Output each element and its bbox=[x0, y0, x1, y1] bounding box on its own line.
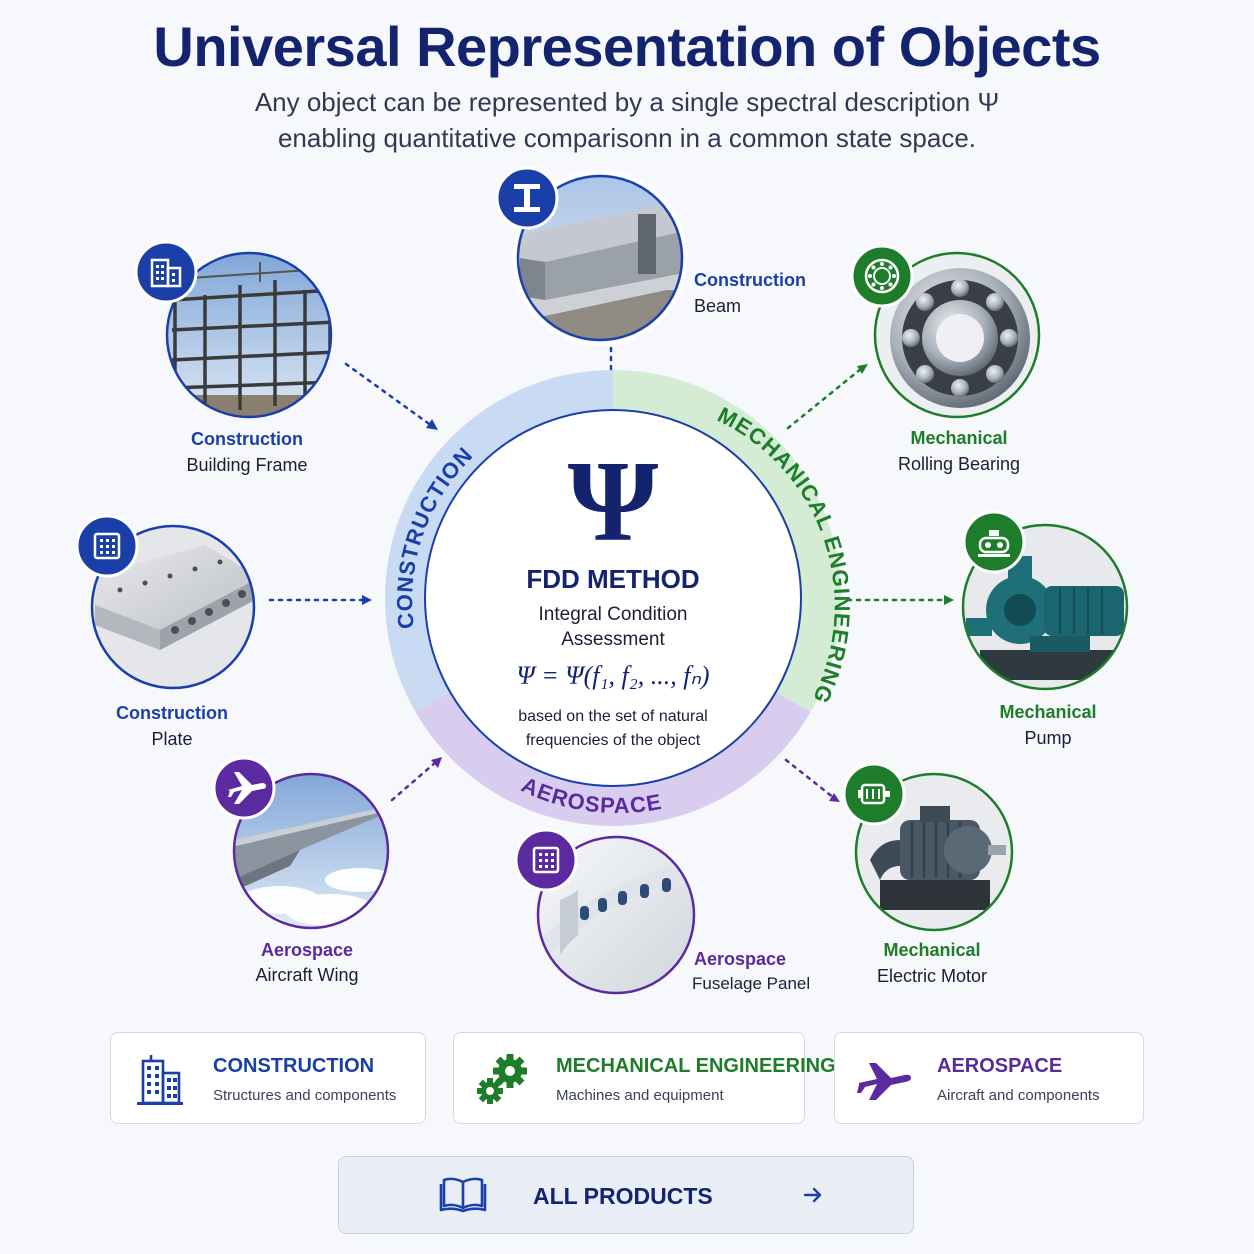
object-mechanical-pump[interactable]: Mechanical Pump bbox=[960, 510, 1140, 748]
connector-wing bbox=[390, 760, 438, 802]
plate-grid-icon bbox=[75, 514, 139, 578]
bearing-image bbox=[875, 253, 1039, 417]
ring-mechanical-segment bbox=[612, 370, 841, 712]
method-title: FDD METHOD bbox=[526, 564, 699, 594]
arrow-wing bbox=[431, 757, 442, 768]
book-icon bbox=[439, 1177, 487, 1213]
connector-motor bbox=[784, 758, 836, 800]
subtitle-line-2: enabling quantitative comparisonn in a c… bbox=[277, 123, 977, 153]
connector-frame bbox=[344, 362, 434, 428]
object-category: Construction bbox=[116, 703, 228, 723]
card-mechanical-engineering[interactable]: MECHANICAL ENGINEERING Machines and equi… bbox=[453, 1032, 836, 1124]
panel-grid-icon bbox=[514, 828, 578, 892]
card-subtitle: Machines and equipment bbox=[556, 1087, 724, 1104]
object-mechanical-electric-motor[interactable]: Mechanical Electric Motor bbox=[842, 762, 1020, 986]
building-icon bbox=[137, 1055, 183, 1105]
card-aerospace[interactable]: AEROSPACE Aircraft and components bbox=[834, 1032, 1144, 1124]
plate-image bbox=[92, 526, 254, 688]
object-category: Aerospace bbox=[694, 949, 786, 969]
connectors bbox=[268, 346, 948, 802]
central-ring: CONSTRUCTION MECHANICAL ENGINEERING AERO… bbox=[385, 370, 854, 826]
arrow-motor bbox=[829, 793, 840, 802]
arrow-frame bbox=[426, 419, 438, 430]
psi-formula: Ψ = Ψ(f₁, f₂, ..., fₙ) bbox=[516, 661, 709, 690]
card-title: MECHANICAL ENGINEERING bbox=[556, 1055, 836, 1077]
ring-construction-segment bbox=[385, 370, 614, 712]
object-name: Aircraft Wing bbox=[255, 965, 358, 985]
card-subtitle: Aircraft and components bbox=[937, 1087, 1100, 1104]
object-name: Fuselage Panel bbox=[692, 974, 810, 993]
method-note-2: frequencies of the object bbox=[526, 732, 701, 749]
connector-arrowheads bbox=[362, 364, 954, 802]
object-aerospace-aircraft-wing[interactable]: Aerospace Aircraft Wing bbox=[212, 756, 400, 985]
airplane-icon bbox=[212, 756, 276, 820]
object-category: Mechanical bbox=[910, 428, 1007, 448]
object-category: Construction bbox=[694, 270, 806, 290]
card-title: AEROSPACE bbox=[937, 1055, 1063, 1077]
object-diagram: CONSTRUCTION MECHANICAL ENGINEERING AERO… bbox=[75, 166, 1140, 1000]
bearing-icon bbox=[850, 244, 914, 308]
object-aerospace-fuselage-panel[interactable]: Aerospace Fuselage Panel bbox=[514, 828, 810, 1000]
card-construction[interactable]: CONSTRUCTION Structures and components bbox=[110, 1032, 426, 1124]
object-name: Plate bbox=[151, 729, 192, 749]
object-category: Mechanical bbox=[883, 940, 980, 960]
arrow-pump bbox=[944, 595, 954, 605]
method-note-1: based on the set of natural bbox=[518, 708, 707, 725]
center-content: Ψ FDD METHOD Integral Condition Assessme… bbox=[516, 438, 709, 749]
card-subtitle: Structures and components bbox=[213, 1087, 397, 1104]
arrow-right-icon bbox=[803, 1187, 822, 1203]
arrow-bearing bbox=[857, 364, 868, 374]
airplane-icon bbox=[857, 1063, 911, 1100]
motor-icon bbox=[842, 762, 906, 826]
card-title: CONSTRUCTION bbox=[213, 1055, 375, 1077]
object-name: Pump bbox=[1024, 728, 1071, 748]
object-mechanical-rolling-bearing[interactable]: Mechanical Rolling Bearing bbox=[850, 244, 1050, 474]
connector-bearing bbox=[786, 366, 864, 430]
object-name: Building Frame bbox=[186, 455, 307, 475]
building-icon bbox=[134, 240, 198, 304]
object-name: Beam bbox=[694, 296, 741, 316]
i-beam-icon bbox=[495, 166, 559, 230]
object-construction-plate[interactable]: Construction Plate bbox=[75, 514, 256, 749]
all-products-button[interactable]: ALL PRODUCTS bbox=[338, 1156, 914, 1234]
arrow-plate bbox=[362, 595, 372, 605]
pump-icon bbox=[962, 510, 1026, 574]
object-name: Rolling Bearing bbox=[898, 454, 1020, 474]
method-desc-1: Integral Condition bbox=[539, 604, 688, 625]
page-title: Universal Representation of Objects bbox=[153, 15, 1101, 78]
object-name: Electric Motor bbox=[877, 966, 987, 986]
object-category: Construction bbox=[191, 429, 303, 449]
psi-symbol: Ψ bbox=[568, 438, 659, 566]
gears-icon bbox=[477, 1054, 527, 1104]
object-category: Mechanical bbox=[999, 702, 1096, 722]
object-category: Aerospace bbox=[261, 940, 353, 960]
object-construction-building-frame[interactable]: Construction Building Frame bbox=[134, 240, 340, 475]
method-desc-2: Assessment bbox=[561, 629, 665, 650]
page-subtitle: Any object can be represented by a singl… bbox=[0, 84, 1254, 156]
all-products-label: ALL PRODUCTS bbox=[533, 1183, 713, 1209]
ring-aerospace-segment bbox=[415, 691, 811, 826]
subtitle-line-1: Any object can be represented by a singl… bbox=[254, 87, 1000, 117]
object-construction-beam[interactable]: Construction Beam bbox=[495, 166, 806, 350]
